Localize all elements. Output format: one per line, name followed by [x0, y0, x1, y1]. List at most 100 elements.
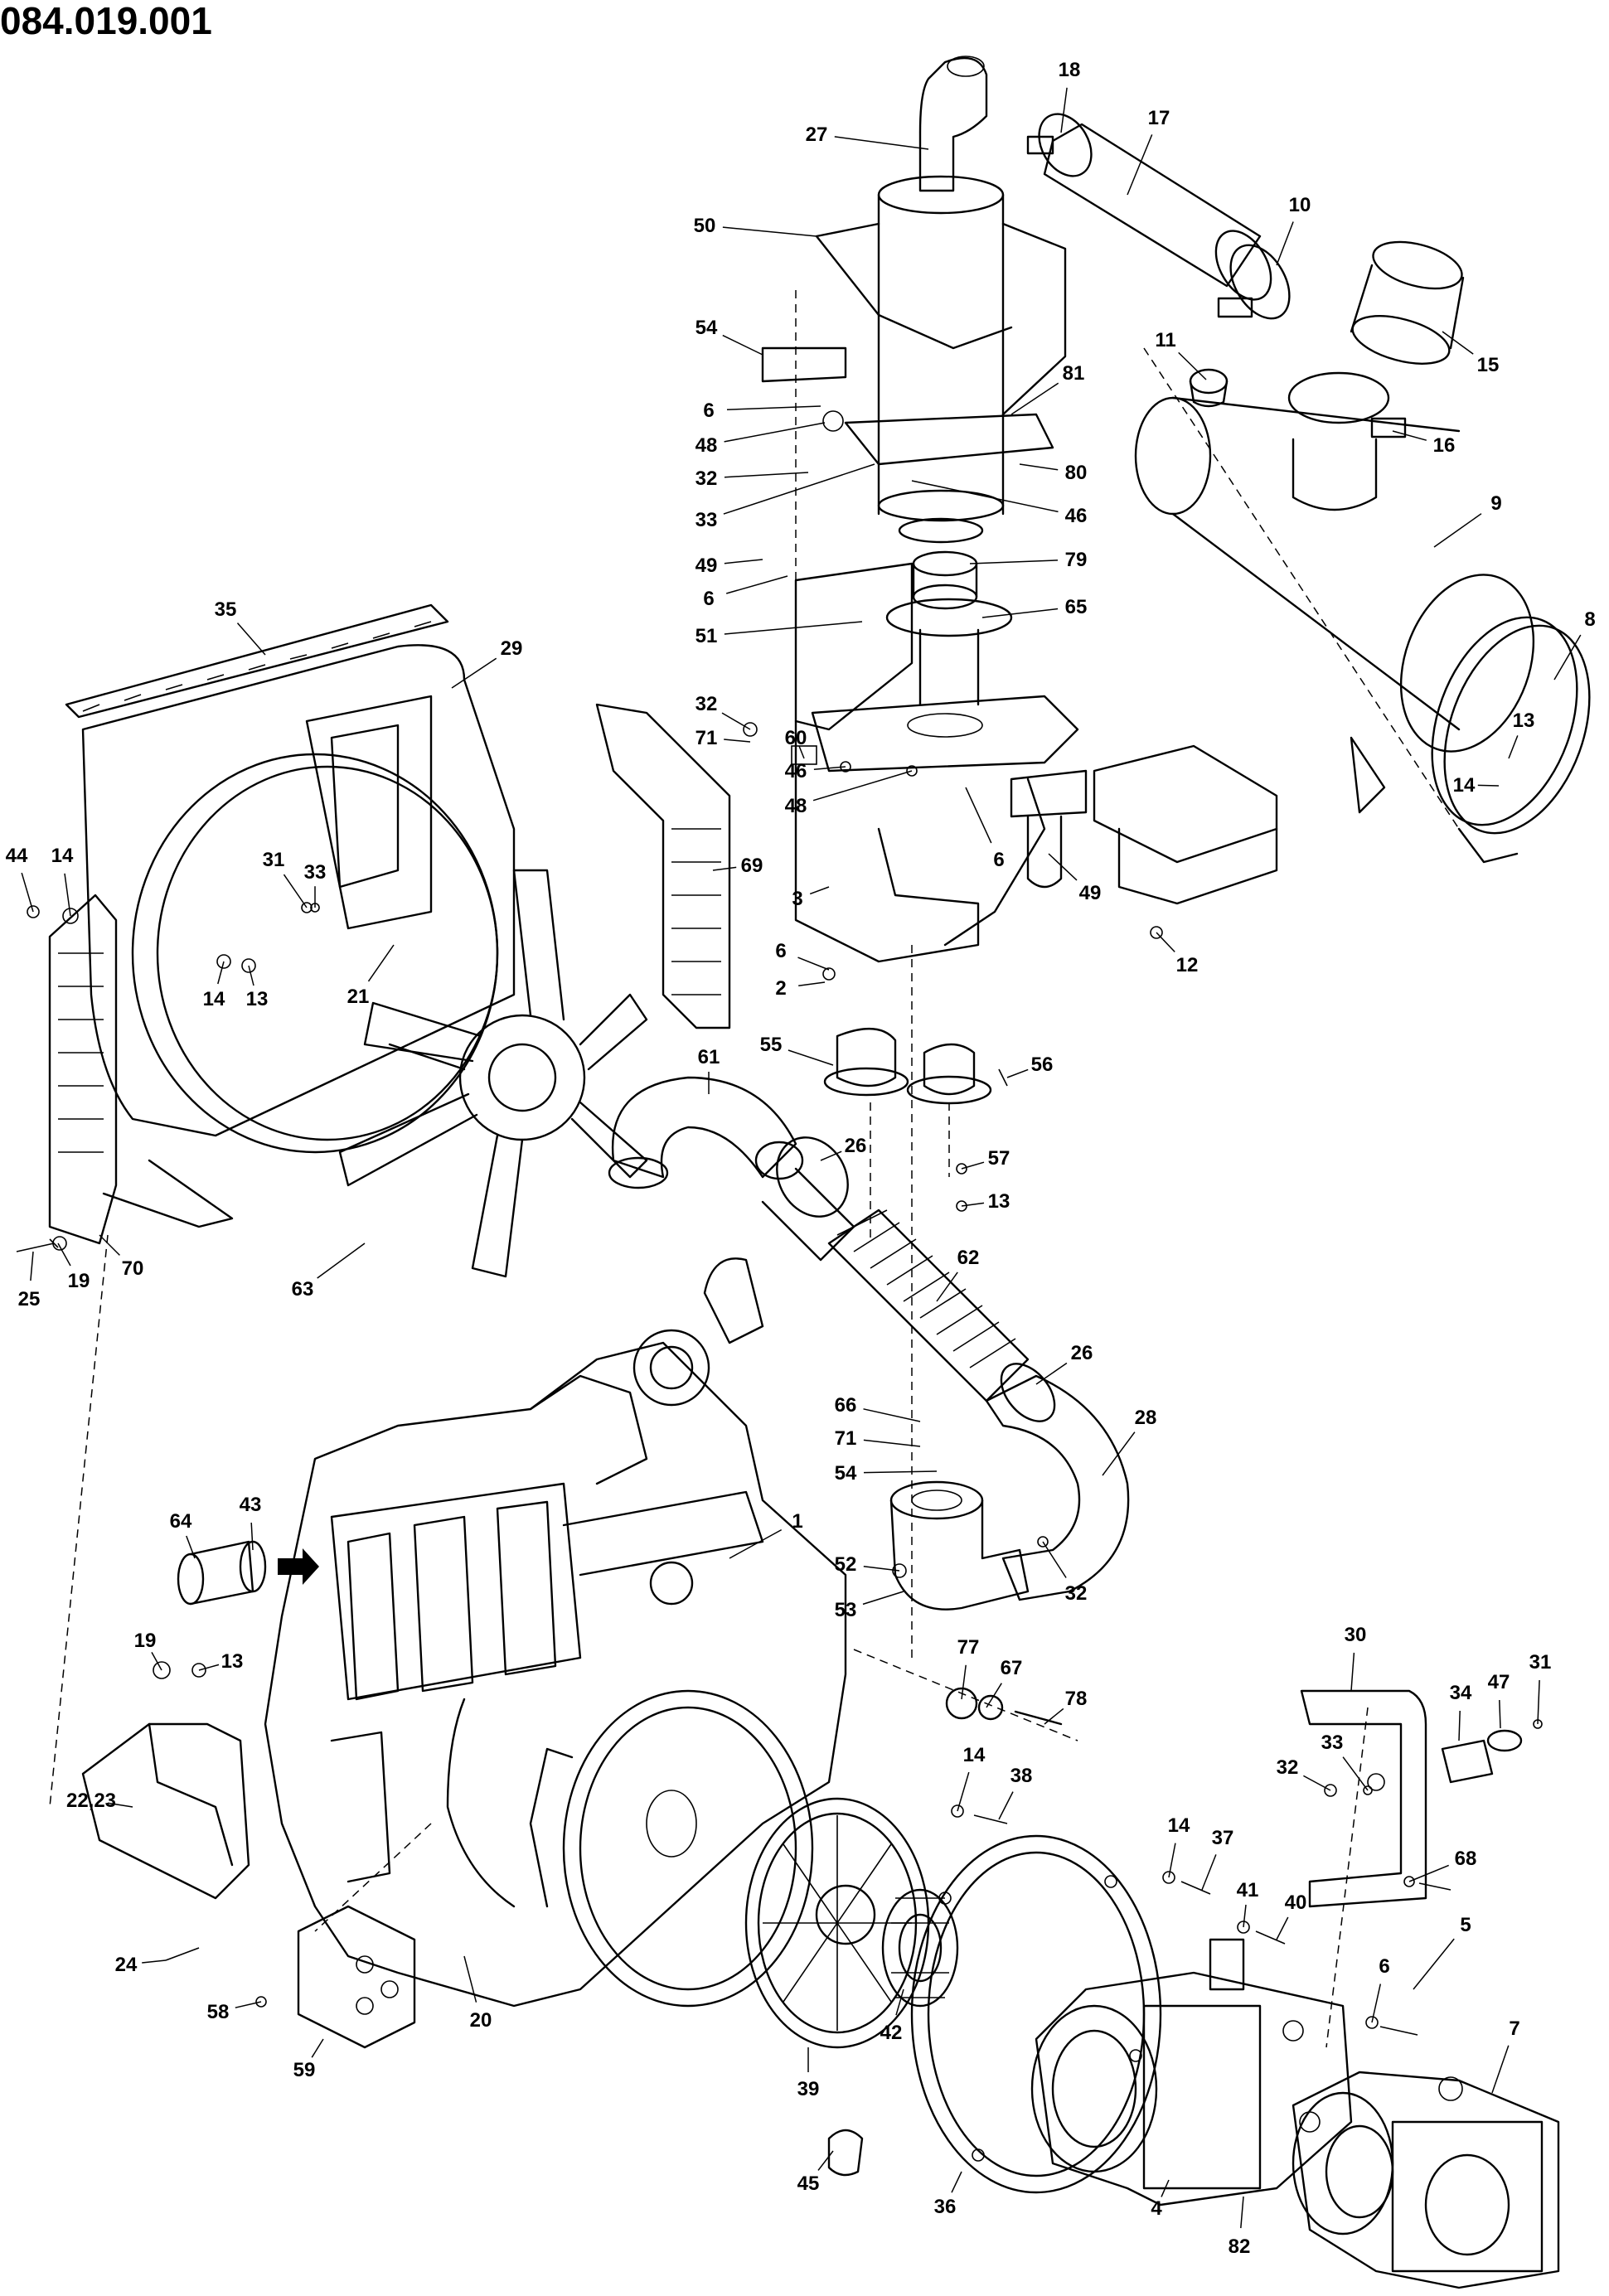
- callout-c25: 25: [18, 1288, 41, 1310]
- callout-c32c: 32: [1065, 1582, 1088, 1605]
- leader-line-c57: [961, 1161, 985, 1170]
- callout-c48b: 48: [785, 795, 807, 817]
- callout-c11: 11: [1155, 329, 1175, 351]
- leader-line-c11: [1178, 351, 1207, 380]
- callout-c67: 67: [1001, 1657, 1023, 1679]
- leader-line-c81: [1010, 382, 1059, 415]
- leader-line-c28: [1102, 1431, 1136, 1476]
- callout-c5: 5: [1460, 1914, 1471, 1936]
- leader-line-c9: [1433, 513, 1482, 548]
- leader-line-c32b: [721, 712, 751, 730]
- flange-plate-36: [910, 1834, 1162, 2194]
- leader-line-c44: [21, 872, 34, 913]
- fan-blade-63: [338, 869, 648, 1278]
- callout-c8: 8: [1584, 608, 1595, 631]
- callout-c15: 15: [1477, 354, 1500, 376]
- callout-c26a: 26: [845, 1135, 867, 1157]
- leader-line-c48a: [724, 422, 826, 443]
- muffler-50: [815, 175, 1067, 516]
- mount-bracket-12: [1093, 744, 1278, 905]
- callout-c60: 60: [785, 727, 807, 749]
- leader-line-c82: [1240, 2196, 1244, 2229]
- leader-line-c66: [863, 1408, 921, 1422]
- exhaust-pipe-27: [918, 56, 988, 192]
- leader-line-c43: [250, 1522, 254, 1551]
- callout-c14c: 14: [203, 988, 225, 1010]
- callout-c22: 22,23: [66, 1790, 116, 1812]
- leader-line-c13d: [198, 1664, 220, 1671]
- callout-c69: 69: [741, 855, 763, 877]
- fasteners: [16, 722, 1543, 2036]
- rubber-mount-55: [823, 1027, 909, 1097]
- leader-line-c14d: [957, 1771, 970, 1812]
- callout-c64: 64: [170, 1510, 192, 1533]
- callout-c14d: 14: [963, 1744, 986, 1766]
- elbow-53: [889, 1480, 1030, 1611]
- leader-line-c8: [1553, 634, 1582, 681]
- callout-c6e: 6: [1379, 1955, 1389, 1978]
- hose-clamp-16: [1287, 371, 1407, 438]
- gear-hub-42: [881, 1888, 959, 2008]
- callout-c79: 79: [1065, 549, 1088, 571]
- leader-line-c32a: [724, 472, 809, 478]
- leader-line-c33a: [723, 463, 875, 515]
- leader-line-c6e: [1371, 1984, 1382, 2023]
- leader-line-c62: [936, 1272, 958, 1302]
- support-plate-81-80: [844, 413, 1054, 544]
- callout-c10: 10: [1289, 194, 1311, 216]
- pump-59: [297, 1905, 416, 2049]
- leader-line-c13c: [248, 965, 254, 986]
- leader-line-c12: [1156, 932, 1175, 952]
- assembly-lines: [49, 290, 1460, 2048]
- leader-line-c10: [1276, 221, 1294, 266]
- callout-c19b: 19: [134, 1630, 157, 1652]
- leader-line-c56: [1006, 1068, 1029, 1078]
- leader-line-c6c: [965, 787, 992, 844]
- leader-line-c3: [809, 886, 830, 895]
- callout-c7: 7: [1509, 2017, 1519, 2040]
- air-filter-housing-9: [1134, 396, 1535, 814]
- leader-line-c13a: [1508, 735, 1519, 759]
- callout-c65: 65: [1065, 596, 1088, 618]
- leader-line-c27: [834, 136, 929, 150]
- callout-c55: 55: [760, 1034, 783, 1056]
- callout-c13a: 13: [1513, 710, 1535, 732]
- leader-line-c19b: [151, 1652, 162, 1671]
- adapter-64-43: [177, 1540, 319, 1606]
- callout-c24: 24: [115, 1954, 138, 1976]
- leader-line-c80: [1019, 463, 1059, 471]
- callout-c52: 52: [835, 1553, 857, 1576]
- leader-line-c14c: [217, 961, 225, 985]
- callout-c14e: 14: [1168, 1814, 1190, 1837]
- leader-line-c68: [1408, 1864, 1449, 1882]
- leader-line-c6b: [725, 575, 788, 594]
- callout-c33a: 33: [695, 509, 718, 531]
- hose-clamp-26a: [761, 1136, 855, 1262]
- callout-c12: 12: [1176, 954, 1199, 976]
- leader-line-c17: [1127, 134, 1153, 196]
- leader-line-c14a: [1477, 784, 1500, 787]
- leader-line-c49b: [1048, 853, 1078, 881]
- leader-line-c36: [951, 2171, 962, 2193]
- callout-c35: 35: [215, 598, 237, 621]
- callouts: 2750181710151116818046796598131454648323…: [6, 59, 1596, 2258]
- leader-line-c29: [451, 657, 497, 689]
- leader-line-c24: [142, 1959, 167, 1964]
- leader-line-c33c: [1342, 1756, 1369, 1791]
- leader-line-c35: [236, 622, 266, 656]
- callout-c6d: 6: [775, 940, 786, 962]
- callout-c1: 1: [792, 1510, 802, 1533]
- callout-c56: 56: [1031, 1054, 1054, 1076]
- leader-line-c67: [986, 1683, 1002, 1708]
- leader-line-c30: [1350, 1652, 1355, 1692]
- leader-line-c45: [817, 2150, 834, 2171]
- turbo-pipe: [632, 1257, 764, 1407]
- leader-line-c52: [863, 1565, 900, 1572]
- callout-c47: 47: [1488, 1671, 1510, 1693]
- leader-line-c18: [1060, 87, 1068, 133]
- leader-line-c71a: [724, 739, 751, 743]
- callout-c61: 61: [698, 1046, 720, 1068]
- leader-line-c55: [788, 1049, 834, 1066]
- callout-c38: 38: [1010, 1765, 1033, 1787]
